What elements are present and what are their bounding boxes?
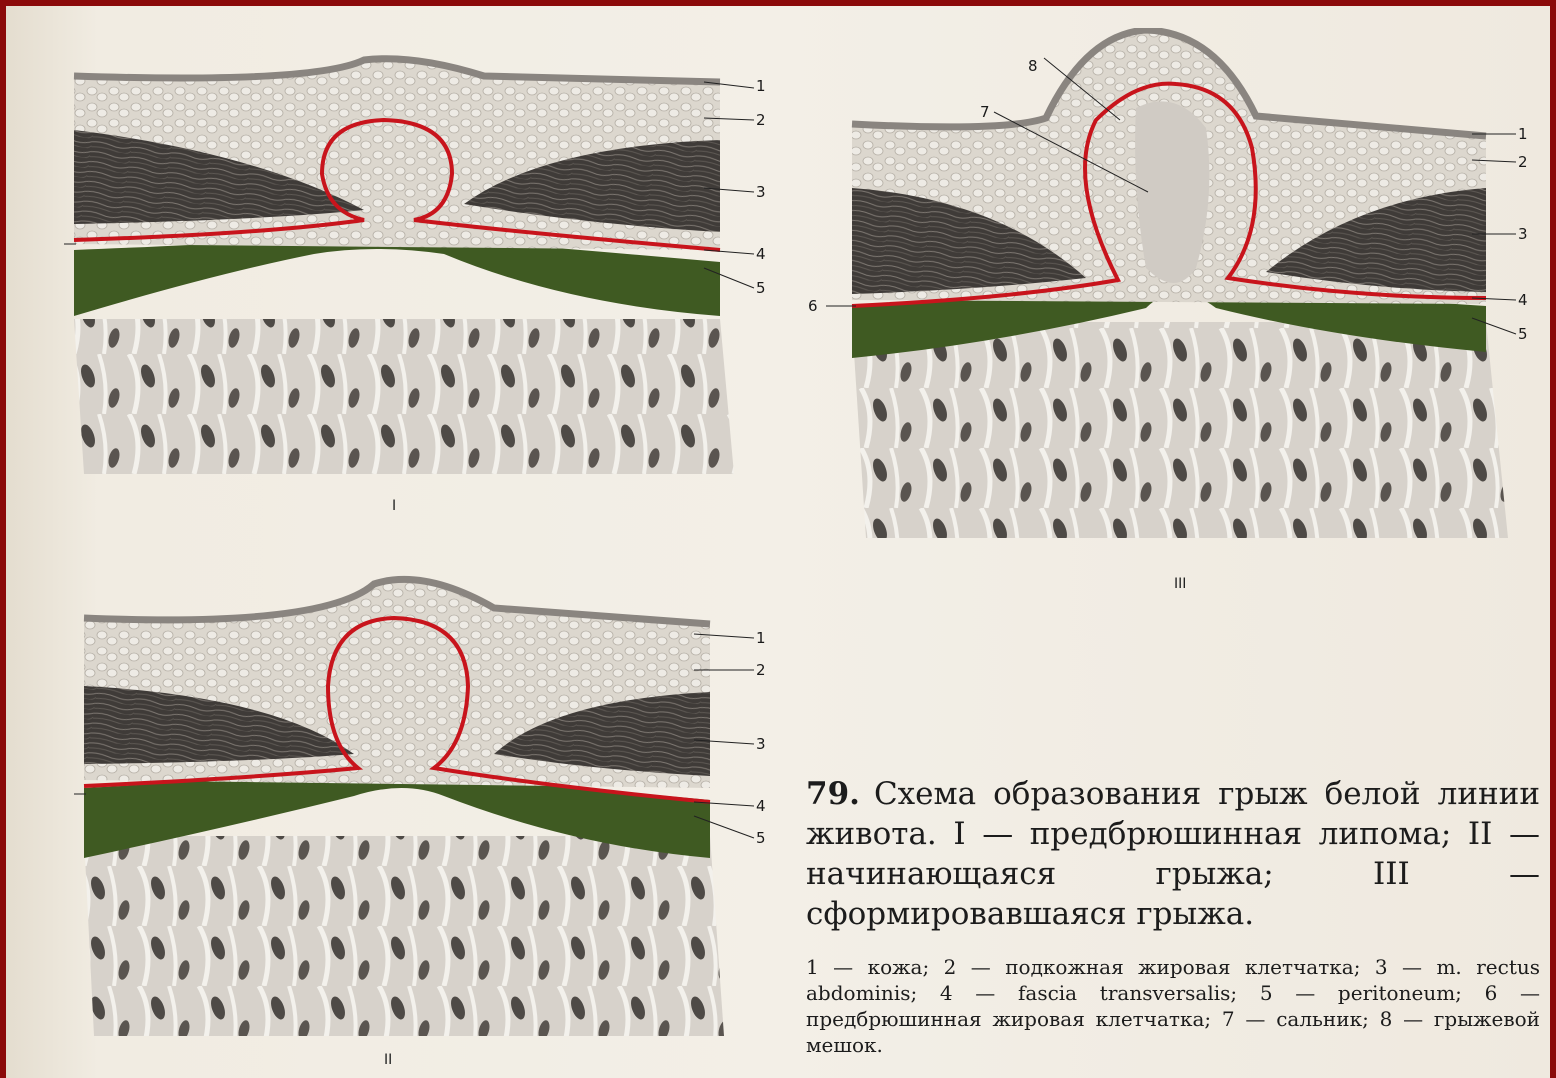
- omentum-in-sac: [1135, 101, 1209, 283]
- panel-I-illustration: [64, 54, 804, 514]
- label-II-5: 5: [756, 830, 766, 846]
- omentum-tissue: [852, 322, 1508, 538]
- panel-I-numeral: I: [392, 498, 396, 514]
- panel-I: 1 2 3 4 5 I: [64, 54, 804, 514]
- label-I-5: 5: [756, 280, 766, 296]
- label-II-1: 1: [756, 630, 766, 646]
- panel-II-numeral: II: [384, 1052, 392, 1068]
- label-I-2: 2: [756, 112, 766, 128]
- label-III-3: 3: [1518, 226, 1528, 242]
- panel-II-illustration: [74, 566, 814, 1046]
- figure-legend: 1 — кожа; 2 — подкожная жировая клетчатк…: [806, 954, 1540, 1058]
- book-page: 1 2 3 4 5 I 1 2 3 4 5 II: [6, 6, 1550, 1078]
- label-III-4: 4: [1518, 292, 1528, 308]
- omentum-tissue: [74, 319, 734, 474]
- label-III-1: 1: [1518, 126, 1528, 142]
- omentum-tissue: [84, 836, 724, 1036]
- label-III-5: 5: [1518, 326, 1528, 342]
- label-II-4: 4: [756, 798, 766, 814]
- figure-number: 79.: [806, 776, 860, 812]
- label-III-8: 8: [1028, 58, 1038, 74]
- label-I-4: 4: [756, 246, 766, 262]
- panel-III: 8 7 1 2 3 6 4 5 III: [796, 28, 1550, 588]
- panel-III-numeral: III: [1174, 576, 1186, 592]
- label-III-6: 6: [808, 298, 818, 314]
- panel-III-illustration: [796, 28, 1550, 588]
- panel-II: 1 2 3 4 5 II: [74, 566, 814, 1046]
- label-I-1: 1: [756, 78, 766, 94]
- label-III-2: 2: [1518, 154, 1528, 170]
- label-II-2: 2: [756, 662, 766, 678]
- figure-caption-title: 79.Схема образования грыж белой линии жи…: [806, 774, 1540, 934]
- label-II-3: 3: [756, 736, 766, 752]
- label-I-3: 3: [756, 184, 766, 200]
- caption-title-text: Схема образования грыж белой линии живот…: [806, 776, 1540, 932]
- label-III-7: 7: [980, 104, 990, 120]
